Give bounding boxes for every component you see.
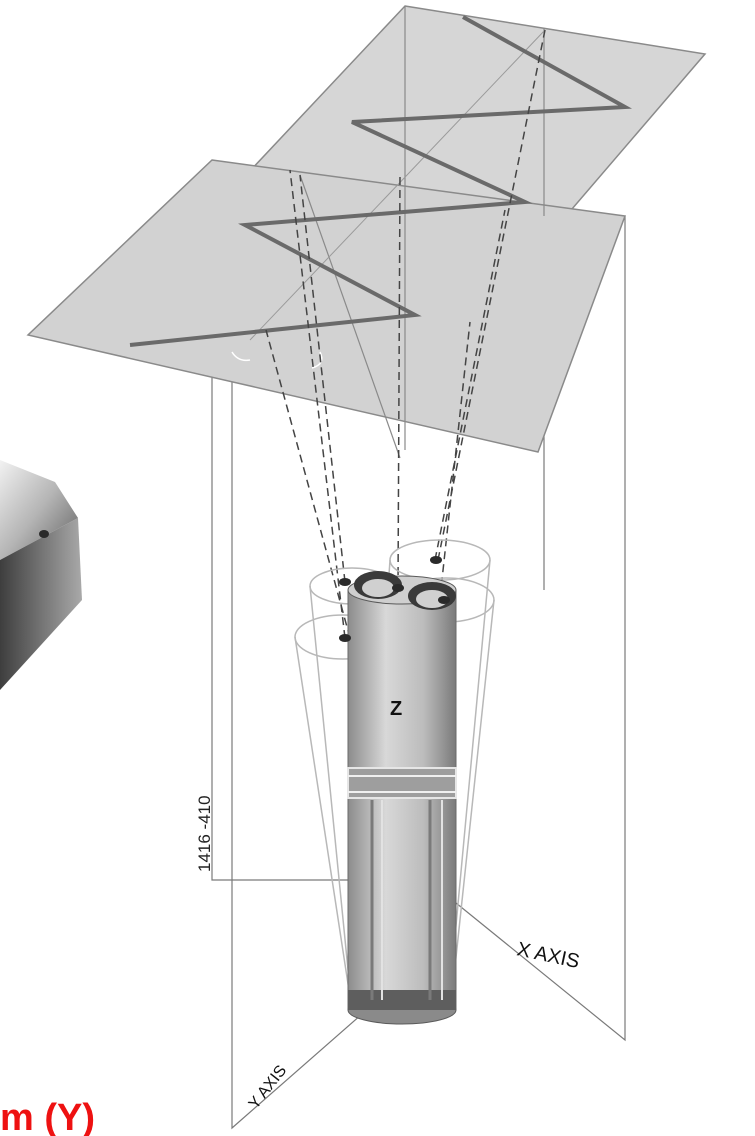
zigzag-scan-path: [129, 15, 633, 347]
figure-code-label: 1416 -410: [195, 795, 214, 872]
workpiece-hole: [39, 530, 49, 538]
beam-lines: [265, 29, 546, 639]
y-plane-front-frame: [231, 352, 379, 1130]
z-column: [347, 571, 457, 1025]
workpiece-block: [0, 460, 82, 690]
y-axis-label: Y AXIS: [246, 1062, 290, 1112]
x-plane-frame: [439, 216, 626, 1042]
scan-plane: [26, 5, 707, 459]
partial-caption: m (Y): [0, 1097, 95, 1136]
y-plane-frame: [211, 160, 348, 881]
x-axis-label: X AXIS: [515, 938, 582, 973]
scan-plane-front: [26, 159, 627, 453]
sensor-points: [339, 556, 450, 642]
sensor-cones: [294, 539, 495, 1011]
z-axis-label: Z: [390, 698, 402, 720]
